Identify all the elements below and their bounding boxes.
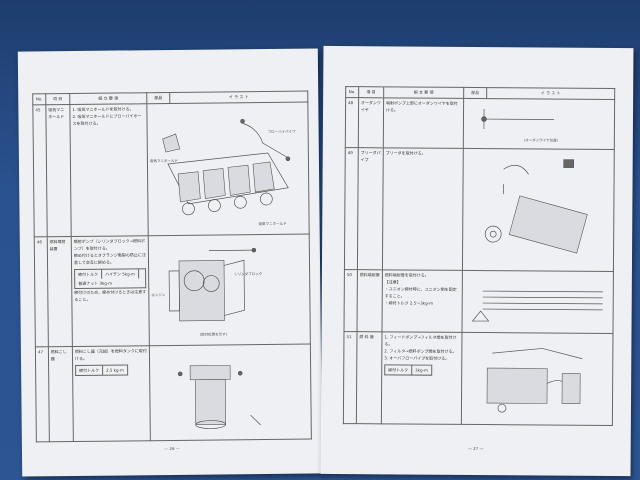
label-position-note: (取付位置を示す) (200, 331, 228, 336)
torque-value: ハイテン 5kg-m (102, 269, 139, 279)
label-blowby-pipe: ブローバイパイプ (268, 129, 296, 134)
injection-pump-drawing: シリンダブロック エンジン (取付位置を示す) (151, 247, 263, 337)
procedure-step: 3. オーバフローパイプを取付ける。 (384, 355, 450, 361)
injection-pipe-drawing (471, 290, 603, 322)
left-manual-page: No. 項 目 組 立 要 領 部品 イ ラ ス ト 45 吸気マニホールド 1… (17, 48, 323, 477)
torque-value: 3kg-m (415, 367, 428, 373)
col-item: 項 目 (358, 86, 384, 98)
procedure-step: 噴射ポンプ上部にオーダンワイヤを取付ける。 (385, 100, 458, 113)
col-no: No. (32, 93, 46, 105)
torque-value: 普通ナット 3kg-m (78, 280, 113, 286)
label-manifold-b: 吸気マニホールド (259, 221, 288, 226)
table-row: 49 ブリーダパイプ ブリーダを取付ける。 (344, 147, 615, 272)
row-item: 燃料こし器 (48, 346, 74, 442)
label-cylinder-block: シリンダブロック (234, 271, 263, 276)
col-procedure: 組 立 要 領 (69, 92, 147, 105)
breather-pipe-drawing (484, 159, 588, 254)
label-engine: エンジン (151, 293, 166, 297)
col-procedure: 組 立 要 領 (383, 86, 464, 99)
intake-manifold-drawing: ブローバイパイプ 吸気マニホールド 吸気マニホールド (150, 118, 296, 226)
fuel-line-drawing (486, 348, 583, 413)
label-manifold-a: 吸気マニホールド (150, 158, 179, 163)
procedure-step: 燃料こし器（元組）を燃料タンクに取付ける。 (74, 348, 147, 362)
row-illustration: シリンダブロック エンジン (取付位置を示す) (148, 234, 311, 346)
right-manual-page: No. 項 目 組 立 要 領 部品 イ ラ ス ト 48 オーダンワイヤ 噴射… (320, 45, 634, 477)
row-item: ブリーダパイプ (357, 147, 384, 270)
page-number: — 26 — (164, 445, 180, 452)
page-number: — 27 — (467, 445, 484, 452)
procedure-step: 締付けのため、締め付けるときは注意すること。 (74, 289, 147, 303)
label-gauge-position: (オーダンワイヤ位置) (524, 137, 559, 142)
procedure-step: 噴射ポンプ（シリンダブロック→燃料ポンプ）を取付ける。 (73, 238, 146, 252)
table-row: 50 燃料噴射管 燃料噴射管を取付ける。 【注意】 ・ユニオン締付時に、ユニオン… (344, 269, 614, 334)
fuel-filter-drawing (177, 365, 261, 429)
row-number: 46 (34, 236, 49, 347)
row-illustration: ブローバイパイプ 吸気マニホールド 吸気マニホールド (146, 102, 310, 236)
row-procedure: 1. フィードポンプ→フィルタ間を取付ける。 2. フィルタ→燃料ポンプ間を取付… (381, 331, 462, 425)
row-illustration (461, 270, 614, 334)
table-row: 46 燃料噴射装置 噴射ポンプ（シリンダブロック→燃料ポンプ）を取付ける。 締め… (34, 234, 311, 347)
torque-value: 2.5 kg-m (106, 367, 124, 373)
col-illustration: イ ラ ス ト (486, 87, 615, 100)
row-number: 48 (345, 97, 359, 148)
torque-label: 締付トルク (76, 365, 104, 375)
row-item: 燃 料 管 (356, 331, 382, 424)
torque-label: 締付トルク (385, 365, 413, 375)
row-illustration (149, 344, 312, 441)
row-number: 47 (35, 346, 50, 442)
left-assembly-table: No. 項 目 組 立 要 領 部品 イ ラ ス ト 45 吸気マニホールド 1… (32, 91, 312, 443)
row-illustration (462, 148, 615, 272)
table-row: 48 オーダンワイヤ 噴射ポンプ上部にオーダンワイヤを取付ける。 (オーダンワイ… (345, 97, 615, 150)
row-illustration: (オーダンワイヤ位置) (463, 98, 615, 150)
row-procedure: 1. 吸気マニホールドを取付ける。 2. 吸気マニホールドにブローバイホースを取… (69, 103, 149, 237)
oil-gauge-drawing: (オーダンワイヤ位置) (481, 109, 559, 143)
procedure-step: 2. 吸気マニホールドにブローバイホースを取付ける。 (72, 113, 142, 127)
col-part: 部品 (463, 87, 487, 99)
procedure-step: 1. フィードポンプ→フィルタ間を取付ける。 (384, 334, 457, 347)
row-item: 燃料噴射装置 (47, 236, 73, 347)
row-illustration (461, 332, 613, 426)
table-row: 51 燃 料 管 1. フィードポンプ→フィルタ間を取付ける。 2. フィルタ→… (343, 331, 613, 426)
row-procedure: 噴射ポンプ上部にオーダンワイヤを取付ける。 (383, 97, 464, 149)
right-assembly-table: No. 項 目 組 立 要 領 部品 イ ラ ス ト 48 オーダンワイヤ 噴射… (343, 86, 615, 426)
row-procedure: ブリーダを取付ける。 (382, 147, 464, 271)
row-item: 燃料噴射管 (356, 269, 383, 332)
row-number: 51 (343, 331, 357, 424)
row-number: 49 (344, 147, 359, 270)
col-part: 部品 (146, 92, 170, 104)
row-item: 吸気マニホールド (45, 104, 72, 237)
procedure-step: 締め付けるときフランジ亀裂の防止に注意して交互に締める。 (73, 252, 146, 266)
procedure-note: ・締付トルク 2.5〜3kg-m (384, 300, 434, 306)
procedure-note: ・ユニオン締付時に、ユニオン側を固定すること。 (384, 286, 457, 299)
row-procedure: 燃料噴射管を取付ける。 【注意】 ・ユニオン締付時に、ユニオン側を固定すること。… (381, 269, 463, 333)
row-item: オーダンワイヤ (358, 97, 384, 148)
col-no: No. (345, 86, 359, 98)
row-number: 50 (344, 269, 358, 332)
col-item: 項 目 (45, 93, 70, 105)
torque-spec: 締付トルクハイテン 5kg-m普通ナット 3kg-m (74, 268, 147, 290)
procedure-step: ブリーダを取付ける。 (385, 150, 426, 156)
table-row: 45 吸気マニホールド 1. 吸気マニホールドを取付ける。 2. 吸気マニホール… (32, 102, 310, 237)
torque-label: 締付トルク (75, 269, 103, 279)
row-procedure: 噴射ポンプ（シリンダブロック→燃料ポンプ）を取付ける。 締め付けるときフランジ亀… (71, 235, 150, 347)
